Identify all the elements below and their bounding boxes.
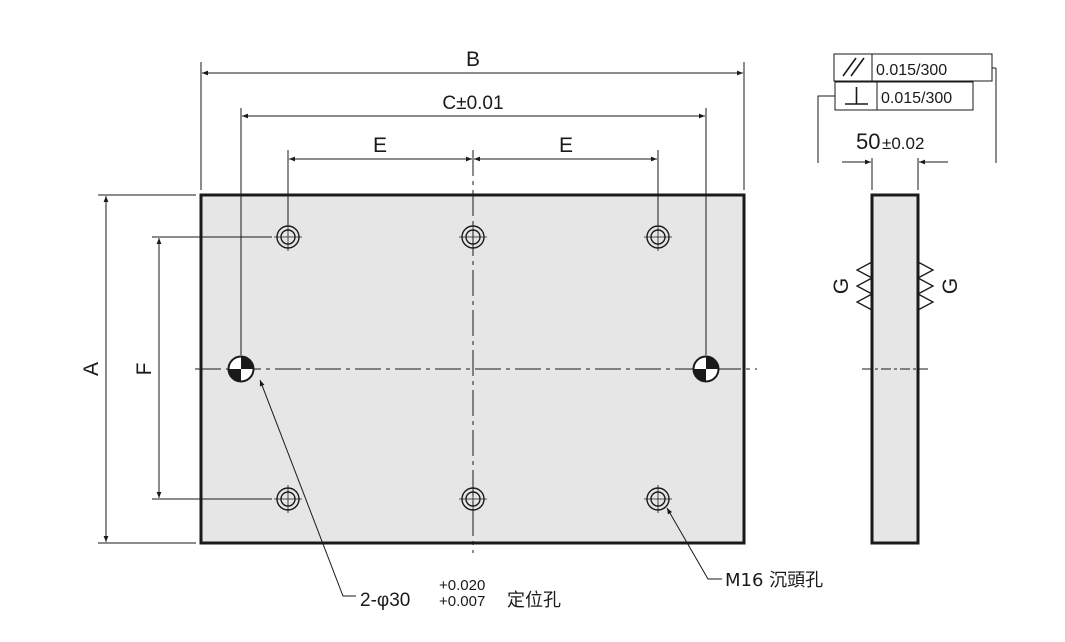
- counterbore-hole: [274, 223, 302, 251]
- dim-label-E-left: E: [373, 134, 387, 157]
- datum-label-left: G: [830, 278, 853, 294]
- surface-finish-right-icon: [917, 261, 935, 311]
- parallelism-icon: [842, 57, 857, 77]
- surface-finish-left-icon: [855, 261, 873, 311]
- fcf-parallelism: 0.015/300: [833, 53, 993, 82]
- counterbore-hole: [459, 223, 487, 251]
- counterbore-hole: [644, 485, 672, 513]
- locating-hole-left: [227, 355, 255, 383]
- fcf-perpendicularity-value: 0.015/300: [881, 90, 952, 107]
- dim-label-B: B: [466, 48, 480, 71]
- datum-label-right: G: [939, 278, 962, 294]
- dim-label-E-right: E: [559, 134, 573, 157]
- fcf-perpendicularity: 0.015/300: [834, 81, 974, 111]
- counterbore-hole: [274, 485, 302, 513]
- locating-hole-right: [692, 355, 720, 383]
- dim-label-thickness: 50: [856, 129, 880, 154]
- dim-label-F: F: [133, 363, 156, 376]
- counterbore-hole: [644, 223, 672, 251]
- fcf-leader-perpendicularity: [817, 95, 835, 163]
- counterbore-holes: [274, 223, 672, 513]
- callout-locating-prefix: 2-φ30: [360, 590, 410, 611]
- leader-counterbore: [666, 507, 722, 580]
- callout-locating-tol-upper: +0.020: [439, 577, 485, 594]
- fcf-parallelism-value: 0.015/300: [876, 62, 947, 79]
- parallelism-icon: [850, 57, 865, 77]
- dim-label-A: A: [80, 362, 103, 376]
- callout-counterbore: M16 沉頭孔: [725, 570, 823, 591]
- leader-locating-hole: [259, 379, 356, 597]
- counterbore-hole: [459, 485, 487, 513]
- dim-label-C: C±0.01: [442, 93, 503, 114]
- callout-locating-name: 定位孔: [507, 590, 561, 611]
- dim-label-thickness-tol: ±0.02: [882, 134, 924, 153]
- callout-locating-tol-lower: +0.007: [439, 593, 485, 610]
